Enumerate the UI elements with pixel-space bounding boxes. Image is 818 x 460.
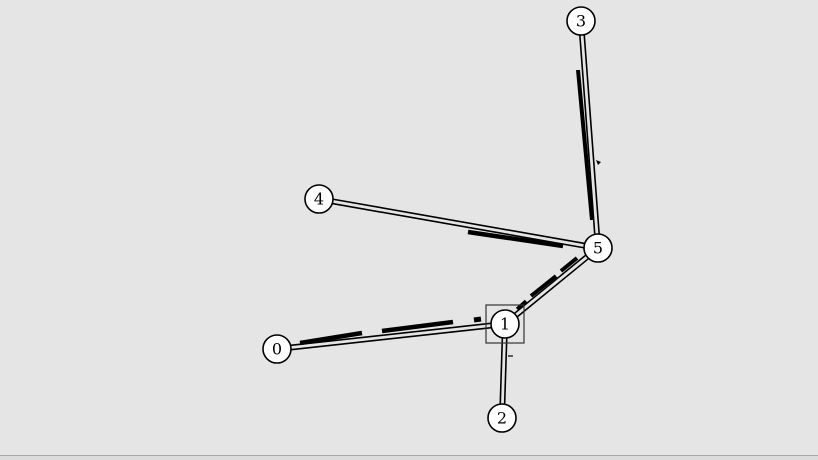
node-label: 4 <box>314 190 324 209</box>
packet-4 <box>576 69 594 221</box>
packet-2 <box>473 316 482 323</box>
packet-5 <box>529 274 558 298</box>
links-layer <box>290 34 600 405</box>
node-label: 3 <box>576 12 586 31</box>
node-4[interactable]: 4 <box>304 184 334 214</box>
link-3-5[interactable] <box>579 34 600 235</box>
packets-layer <box>299 69 601 357</box>
node-circle[interactable] <box>487 403 517 433</box>
node-5[interactable]: 5 <box>583 233 613 263</box>
packet-0 <box>299 330 363 346</box>
node-1[interactable]: 1 <box>485 304 525 344</box>
canvas-bottom-border <box>0 455 818 460</box>
node-label: 2 <box>497 409 507 428</box>
node-circle[interactable] <box>583 233 613 263</box>
node-2[interactable]: 2 <box>487 403 517 433</box>
packet-1 <box>381 319 454 334</box>
link-4-5[interactable] <box>332 198 585 249</box>
packet-arrow <box>596 160 601 165</box>
packet-6 <box>559 256 579 273</box>
nodes-layer: 0 1 2 3 4 5 <box>262 6 613 433</box>
link-1-5[interactable] <box>513 254 590 318</box>
node-label: 5 <box>593 239 603 258</box>
node-circle[interactable] <box>304 184 334 214</box>
node-label: 1 <box>500 315 510 334</box>
node-0[interactable]: 0 <box>262 334 292 364</box>
node-3[interactable]: 3 <box>566 6 596 36</box>
selection-box <box>485 304 525 344</box>
node-circle[interactable] <box>490 309 520 339</box>
node-circle[interactable] <box>566 6 596 36</box>
link-0-1[interactable] <box>290 322 492 351</box>
node-circle[interactable] <box>262 334 292 364</box>
packet-3 <box>467 229 564 249</box>
link-1-2[interactable] <box>499 337 508 405</box>
node-label: 0 <box>272 340 282 359</box>
